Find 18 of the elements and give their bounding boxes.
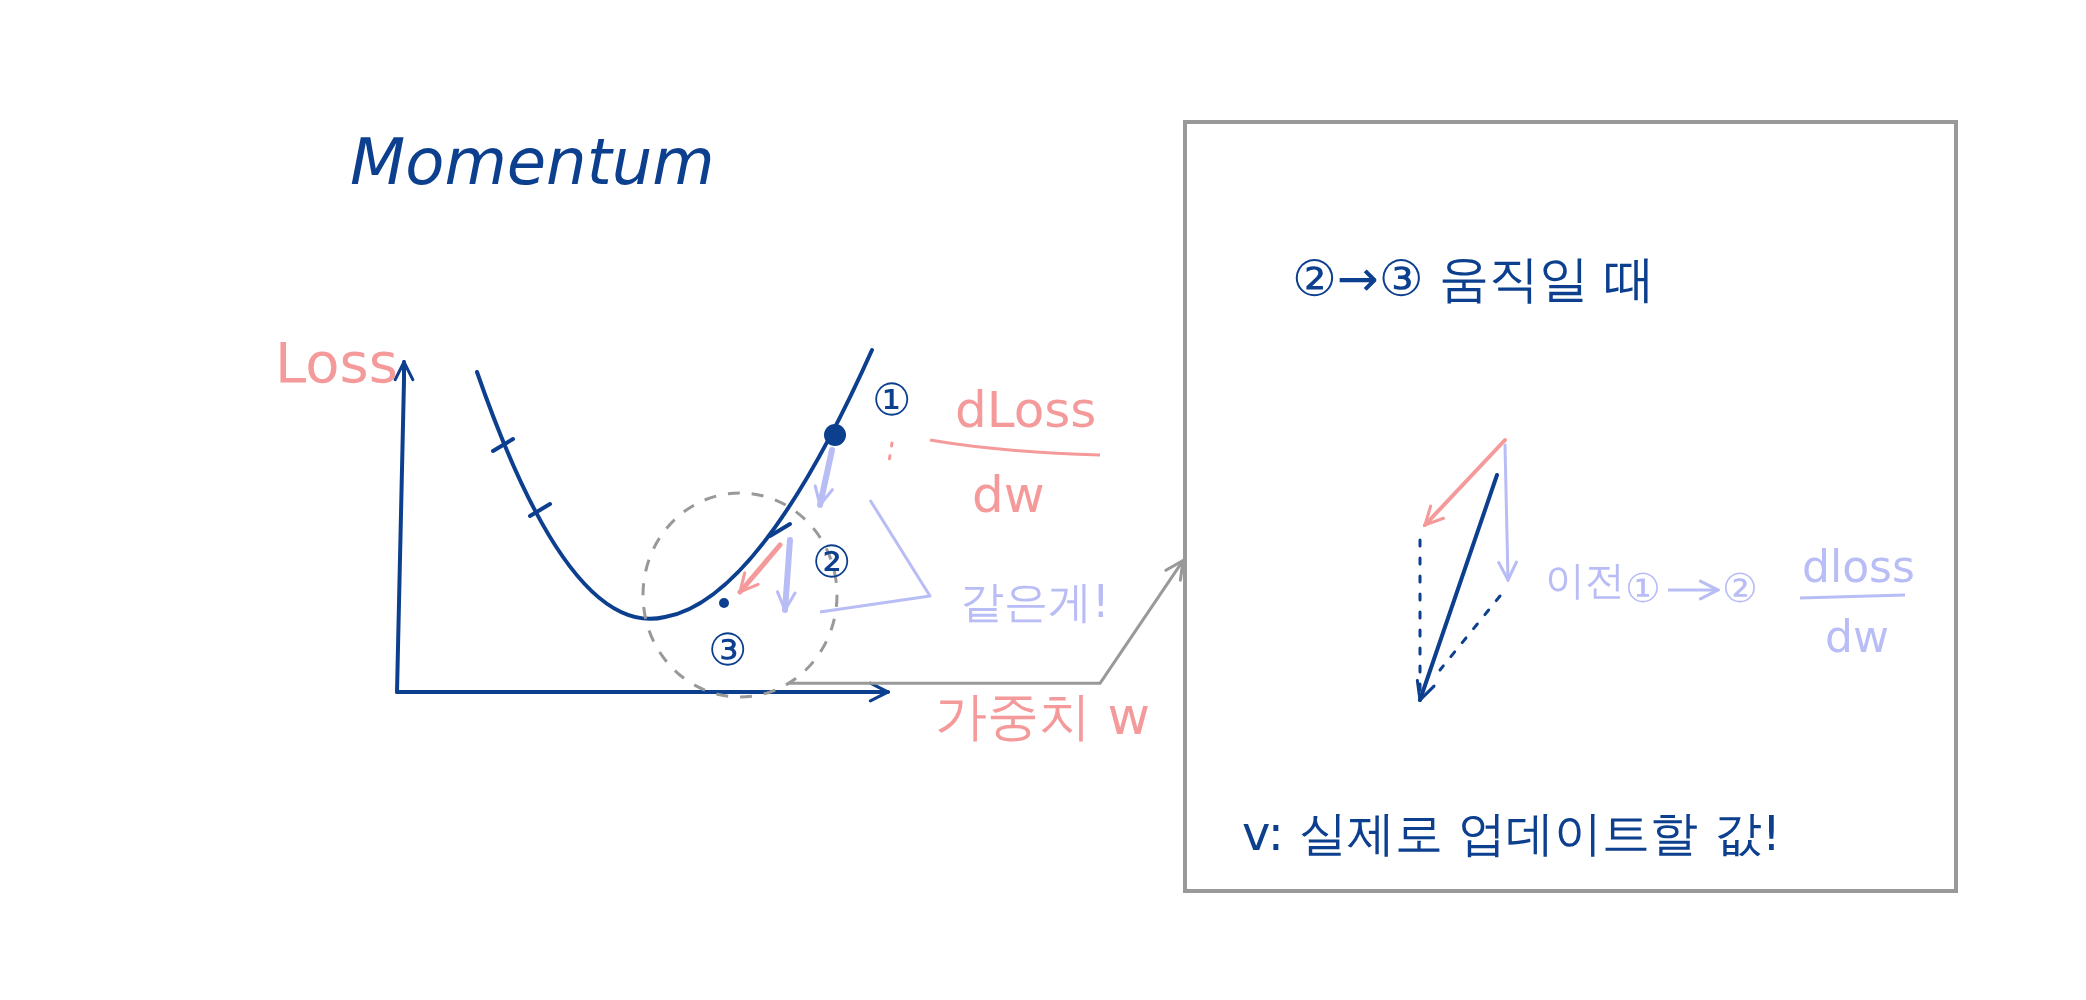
fraction-denominator: dw	[972, 470, 1045, 520]
fraction-numerator: dLoss	[955, 385, 1097, 435]
title: Momentum	[350, 130, 715, 194]
panel	[1183, 120, 1958, 893]
fraction-numerator: dloss	[1802, 545, 1915, 589]
axis-label: 가중치 w	[935, 690, 1151, 742]
note: 이전	[1545, 560, 1625, 600]
panel-note: v: 실제로 업데이트할 값!	[1242, 809, 1781, 857]
axis-label: Loss	[275, 335, 398, 391]
panel-heading: ②→③ 움직일 때	[1292, 254, 1656, 304]
callout-number: ①	[872, 378, 912, 422]
callout-number: ③	[708, 628, 748, 672]
callout-number: ②	[812, 540, 852, 584]
callout-number: ①	[1625, 568, 1661, 608]
note: 같은게!	[960, 580, 1110, 624]
callout-number: ②	[1722, 568, 1758, 608]
arrow	[788, 559, 1185, 685]
fraction-denominator: dw	[1825, 615, 1889, 659]
